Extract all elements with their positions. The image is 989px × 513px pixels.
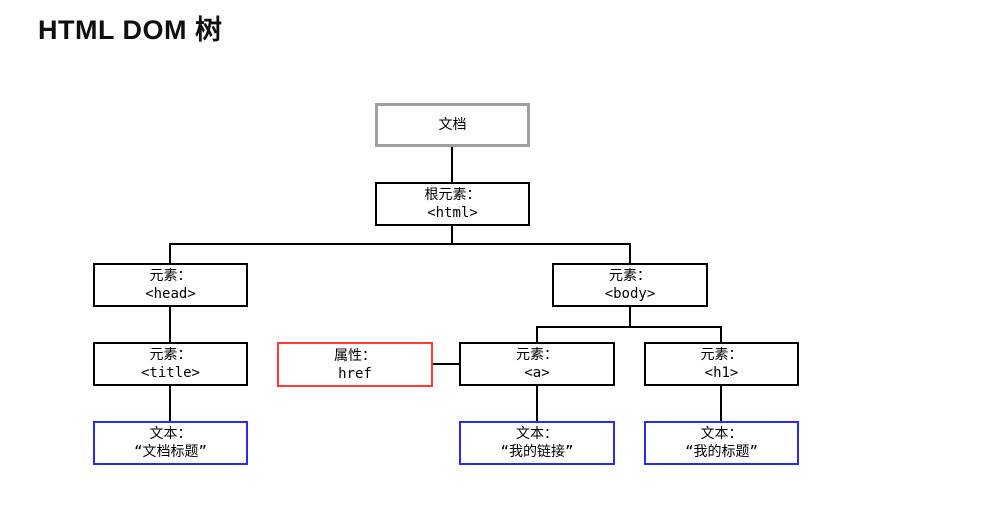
connector-html-down (451, 226, 453, 244)
node-value: “文档标题” (134, 444, 207, 460)
node-element-body: 元素： <body> (552, 263, 708, 307)
node-root-element-html: 根元素： <html> (375, 182, 530, 226)
node-title: 元素： (700, 347, 743, 363)
node-value: <body> (604, 286, 656, 302)
node-attribute-href: 属性： href (277, 342, 433, 387)
connector-a-text (536, 386, 538, 421)
node-element-head: 元素： <head> (93, 263, 248, 307)
node-text-document-title: 文本： “文档标题” (93, 421, 248, 465)
node-value: <head> (145, 286, 196, 302)
connector-to-a (536, 326, 538, 342)
node-title: 文本： (700, 426, 743, 442)
node-element-title: 元素： <title> (93, 342, 248, 386)
node-title: 文本： (149, 426, 192, 442)
node-element-h1: 元素： <h1> (644, 342, 799, 386)
node-text-my-heading: 文本： “我的标题” (644, 421, 799, 465)
node-text-my-link: 文本： “我的链接” (459, 421, 615, 465)
page-title: HTML DOM 树 (38, 15, 223, 45)
connector-to-body (629, 243, 631, 263)
connector-to-head (169, 243, 171, 263)
connector-head-title (169, 307, 171, 342)
connector-body-children (536, 326, 722, 328)
connector-to-h1 (720, 326, 722, 342)
node-document-label: 文档 (438, 117, 467, 133)
node-document: 文档 (375, 103, 530, 147)
connector-href-a (432, 363, 460, 365)
connector-html-children (169, 243, 631, 245)
connector-h1-text (720, 386, 722, 421)
node-title: 属性： (334, 347, 376, 364)
node-value: <title> (140, 365, 200, 381)
node-value: <html> (427, 205, 478, 221)
connector-document-html (451, 146, 453, 182)
node-title: 元素： (149, 347, 192, 363)
node-title: 元素： (609, 268, 651, 284)
node-value: <a> (524, 365, 550, 381)
node-value: “我的标题” (685, 444, 758, 460)
connector-title-text (169, 386, 171, 421)
node-title: 文本： (516, 426, 558, 442)
node-title: 元素： (149, 268, 192, 284)
node-value: “我的链接” (500, 444, 574, 460)
node-title: 元素： (516, 347, 558, 363)
node-title: 根元素： (424, 187, 481, 203)
connector-body-down (629, 307, 631, 327)
node-value: href (338, 365, 372, 382)
node-element-a: 元素： <a> (459, 342, 615, 386)
node-value: <h1> (704, 365, 739, 381)
